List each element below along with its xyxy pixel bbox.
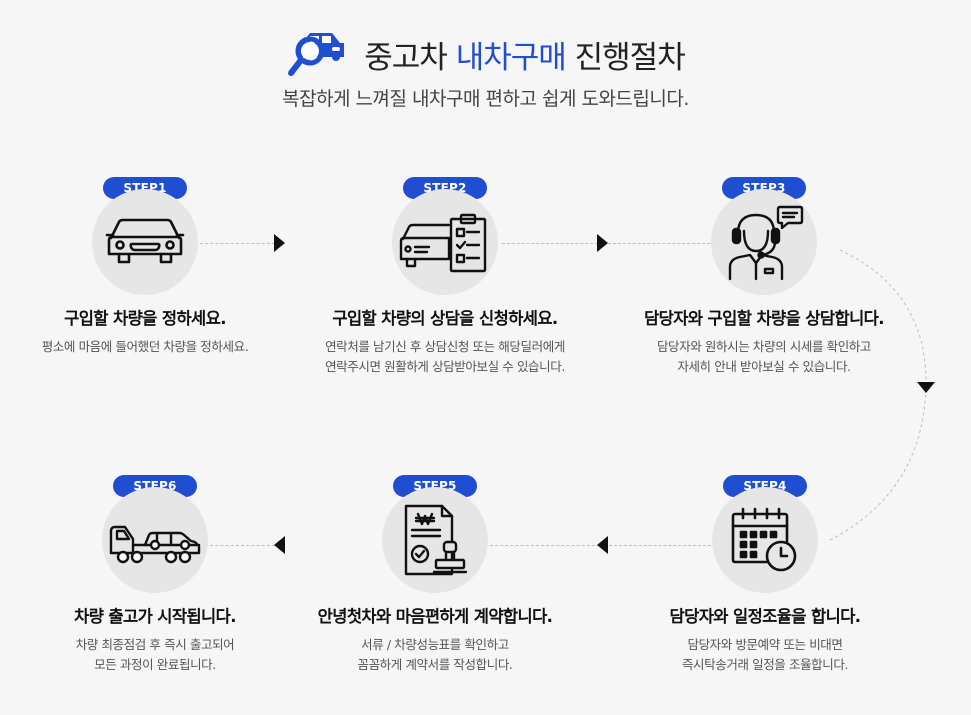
arrow-left-icon xyxy=(597,536,608,554)
car-checklist-icon xyxy=(399,213,487,273)
title-row: 중고차 내차구매 진행절차 xyxy=(0,28,971,80)
step-title: 구입할 차량의 상담을 신청하세요. xyxy=(332,309,558,328)
page-header: 중고차 내차구매 진행절차 복잡하게 느껴질 내차구매 편하고 쉽게 도와드립니… xyxy=(0,28,971,111)
tow-truck-icon xyxy=(109,525,201,564)
connector-line xyxy=(609,545,716,546)
calendar-clock-icon xyxy=(731,507,797,572)
step-circle xyxy=(382,487,488,593)
step-description: 서류 / 차량성능표를 확인하고 꼼꼼하게 계약서를 작성합니다. xyxy=(357,637,513,672)
page-subtitle: 복잡하게 느껴질 내차구매 편하고 쉽게 도와드립니다. xyxy=(282,88,689,110)
step-description: 담당자와 원하시는 차량의 시세를 확인하고 자세히 안내 받아보실 수 있습니… xyxy=(656,339,872,374)
connector-line xyxy=(608,243,710,244)
step-circle xyxy=(102,487,208,593)
step-description: 차량 최종점검 후 즉시 출고되어 모든 과정이 완료됩니다. xyxy=(75,637,235,672)
connector-line xyxy=(205,545,280,546)
step-title: 구입할 차량을 정하세요. xyxy=(64,309,226,328)
connector-line xyxy=(200,243,275,244)
arrow-left-icon xyxy=(274,536,285,554)
page-title: 중고차 내차구매 진행절차 xyxy=(364,39,685,76)
step-title: 안녕첫차와 마음편하게 계약합니다. xyxy=(317,607,553,626)
arrow-right-icon xyxy=(274,234,285,252)
title-accent: 내차구매 xyxy=(455,39,567,76)
step-description: 담당자와 방문예약 또는 비대면 즉시탁송거래 일정을 조율합니다. xyxy=(681,637,849,672)
step-circle xyxy=(712,487,818,593)
arrow-down-icon xyxy=(917,382,935,393)
arrow-right-icon xyxy=(597,234,608,252)
step-title: 차량 출고가 시작됩니다. xyxy=(74,607,236,626)
car-icon xyxy=(105,218,185,264)
step-circle xyxy=(392,189,498,295)
connector-curve xyxy=(829,249,927,541)
headset-agent-icon xyxy=(728,205,804,281)
step-title: 담당자와 일정조율을 합니다. xyxy=(669,607,862,626)
contract-stamp-icon xyxy=(404,504,468,576)
step-title: 담당자와 구입할 차량을 상담합니다. xyxy=(644,309,884,328)
connector-line xyxy=(502,243,598,244)
step-description: 평소에 마음에 들어했던 차량을 정하세요. xyxy=(41,339,249,354)
step-circle xyxy=(711,189,817,295)
step-circle xyxy=(92,189,198,295)
step-description: 연락처를 남기신 후 상담신청 또는 해당딜러에게 연락주시면 원활하게 상담받… xyxy=(325,339,565,374)
connector-line xyxy=(490,545,600,546)
car-search-logo-icon xyxy=(288,33,345,76)
